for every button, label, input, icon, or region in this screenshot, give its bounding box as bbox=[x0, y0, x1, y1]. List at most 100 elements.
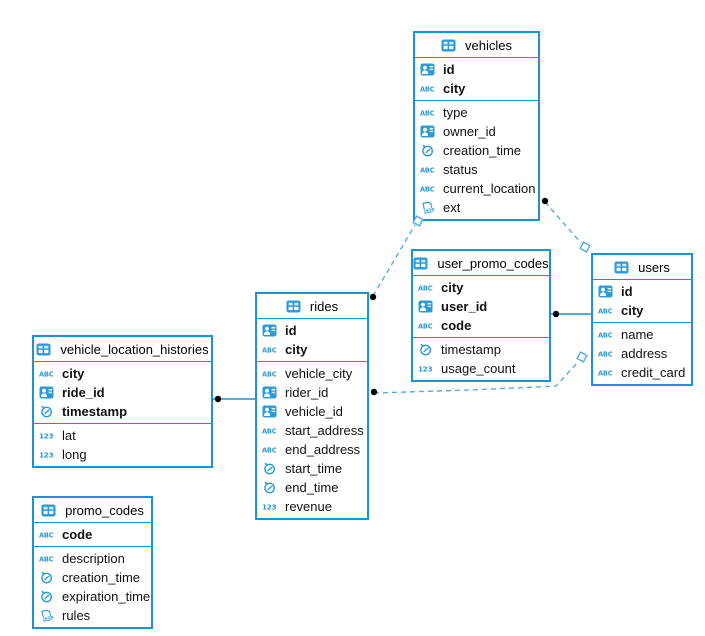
svg-text:ABC: ABC bbox=[420, 109, 435, 117]
relation-vehicle_location_histories-rides[interactable] bbox=[213, 395, 255, 403]
column-name: timestamp bbox=[62, 404, 128, 419]
column-name: owner_id bbox=[443, 124, 496, 139]
json-type-icon: JSON bbox=[39, 609, 58, 622]
column-name: code bbox=[62, 527, 93, 542]
table-header[interactable]: promo_codes bbox=[34, 498, 151, 523]
table-header[interactable]: users bbox=[593, 255, 691, 280]
svg-text:ABC: ABC bbox=[39, 555, 54, 563]
svg-text:123: 123 bbox=[39, 451, 54, 460]
column-name: status bbox=[443, 162, 478, 177]
column-row-id[interactable]: id bbox=[257, 321, 367, 340]
table-header[interactable]: vehicles bbox=[415, 33, 538, 58]
svg-text:ABC: ABC bbox=[262, 370, 277, 378]
text-type-icon: ABC bbox=[598, 328, 617, 341]
text-type-icon: ABC bbox=[598, 347, 617, 360]
column-name: name bbox=[621, 327, 654, 342]
column-row-expiration_time[interactable]: expiration_time bbox=[34, 587, 151, 606]
column-row-id[interactable]: id bbox=[415, 60, 538, 79]
text-type-icon: ABC bbox=[262, 367, 281, 380]
uuid-type-icon bbox=[262, 405, 281, 418]
time-type-icon bbox=[262, 462, 281, 475]
table-title: rides bbox=[309, 298, 339, 314]
column-row-name[interactable]: ABC name bbox=[593, 325, 691, 344]
svg-text:JSON: JSON bbox=[423, 206, 435, 213]
column-row-owner_id[interactable]: owner_id bbox=[415, 122, 538, 141]
table-icon bbox=[286, 300, 305, 313]
column-name: user_id bbox=[441, 299, 488, 314]
relation-user_promo_codes-users[interactable] bbox=[551, 310, 591, 318]
table-icon bbox=[441, 39, 460, 52]
uuid-type-icon bbox=[418, 300, 437, 313]
relation-dot-endpoint bbox=[369, 293, 377, 301]
column-row-user_id[interactable]: user_id bbox=[413, 297, 549, 316]
column-row-timestamp[interactable]: timestamp bbox=[34, 402, 211, 421]
table-icon bbox=[413, 257, 432, 270]
column-row-city[interactable]: ABC city bbox=[415, 79, 538, 98]
column-name: id bbox=[621, 284, 633, 299]
table-header[interactable]: vehicle_location_histories bbox=[34, 337, 211, 362]
relation-vehicles-users[interactable] bbox=[541, 197, 591, 253]
text-type-icon: ABC bbox=[420, 82, 439, 95]
column-row-creation_time[interactable]: creation_time bbox=[415, 141, 538, 160]
column-row-end_time[interactable]: end_time bbox=[257, 478, 367, 497]
column-row-ride_id[interactable]: ride_id bbox=[34, 383, 211, 402]
table-header[interactable]: user_promo_codes bbox=[413, 251, 549, 276]
column-name: expiration_time bbox=[62, 589, 151, 604]
table-header[interactable]: rides bbox=[257, 294, 367, 319]
svg-text:123: 123 bbox=[418, 365, 433, 374]
column-name: creation_time bbox=[443, 143, 522, 158]
table-title: vehicle_location_histories bbox=[60, 341, 209, 357]
column-name: city bbox=[441, 280, 464, 295]
column-row-timestamp[interactable]: timestamp bbox=[413, 340, 549, 359]
column-row-rider_id[interactable]: rider_id bbox=[257, 383, 367, 402]
time-type-icon bbox=[39, 405, 58, 418]
uuid-type-icon bbox=[262, 386, 281, 399]
text-type-icon: ABC bbox=[262, 424, 281, 437]
column-row-start_time[interactable]: start_time bbox=[257, 459, 367, 478]
column-name: start_time bbox=[285, 461, 343, 476]
column-name: city bbox=[443, 81, 466, 96]
text-type-icon: ABC bbox=[418, 319, 437, 332]
column-row-creation_time[interactable]: creation_time bbox=[34, 568, 151, 587]
text-type-icon: ABC bbox=[420, 163, 439, 176]
table-title: users bbox=[638, 259, 670, 275]
uuid-type-icon bbox=[420, 63, 439, 76]
table-icon bbox=[614, 261, 633, 274]
time-type-icon bbox=[418, 343, 437, 356]
column-row-vehicle_id[interactable]: vehicle_id bbox=[257, 402, 367, 421]
column-row-status[interactable]: ABC status bbox=[415, 160, 538, 179]
text-type-icon: ABC bbox=[39, 367, 58, 380]
column-row-id[interactable]: id bbox=[593, 282, 691, 301]
